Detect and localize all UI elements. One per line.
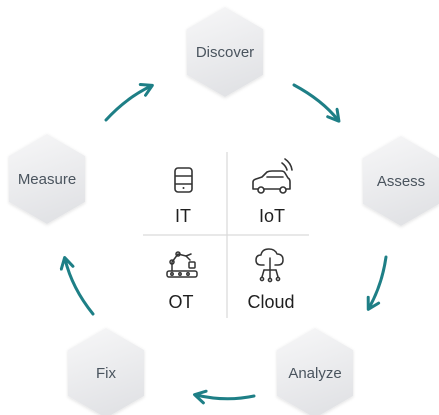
hexagon-shape	[68, 328, 144, 415]
quadrant-label: OT	[169, 292, 194, 312]
cycle-step-label: Fix	[96, 365, 116, 382]
hexagon-shape	[9, 134, 85, 224]
cycle-step-discover: Discover	[187, 7, 263, 97]
quadrant-it: IT	[174, 167, 193, 226]
hexagon-shape	[363, 136, 439, 226]
quadrant-ot: OT	[166, 251, 198, 312]
connected-car-icon	[252, 158, 293, 194]
cycle-step-label: Assess	[377, 173, 425, 190]
arrow-assess-to-analyze	[366, 255, 388, 311]
quadrant-label: Cloud	[247, 292, 294, 312]
arrow-discover-to-assess	[292, 83, 341, 123]
arrow-analyze-to-fix	[193, 389, 256, 405]
quadrant-iot: IoT	[252, 158, 293, 226]
quadrant-label: IoT	[259, 206, 285, 226]
cycle-step-assess: Assess	[363, 136, 439, 226]
arrow-fix-to-measure	[59, 256, 95, 316]
center-grid	[143, 152, 309, 318]
cycle-step-fix: Fix	[68, 328, 144, 415]
robot-arm-icon	[166, 251, 198, 278]
hexagon-shape	[187, 7, 263, 97]
cycle-step-measure: Measure	[9, 134, 85, 224]
cycle-step-label: Analyze	[288, 365, 341, 382]
cloud-network-icon	[255, 248, 284, 283]
cycle-step-label: Discover	[196, 44, 254, 61]
cycle-step-analyze: Analyze	[277, 328, 353, 415]
quadrant-cloud: Cloud	[247, 248, 295, 312]
hexagon-shape	[277, 328, 353, 415]
quadrant-label: IT	[175, 206, 191, 226]
cycle-step-label: Measure	[18, 171, 76, 188]
arrow-measure-to-discover	[104, 82, 154, 122]
server-icon	[174, 167, 193, 193]
